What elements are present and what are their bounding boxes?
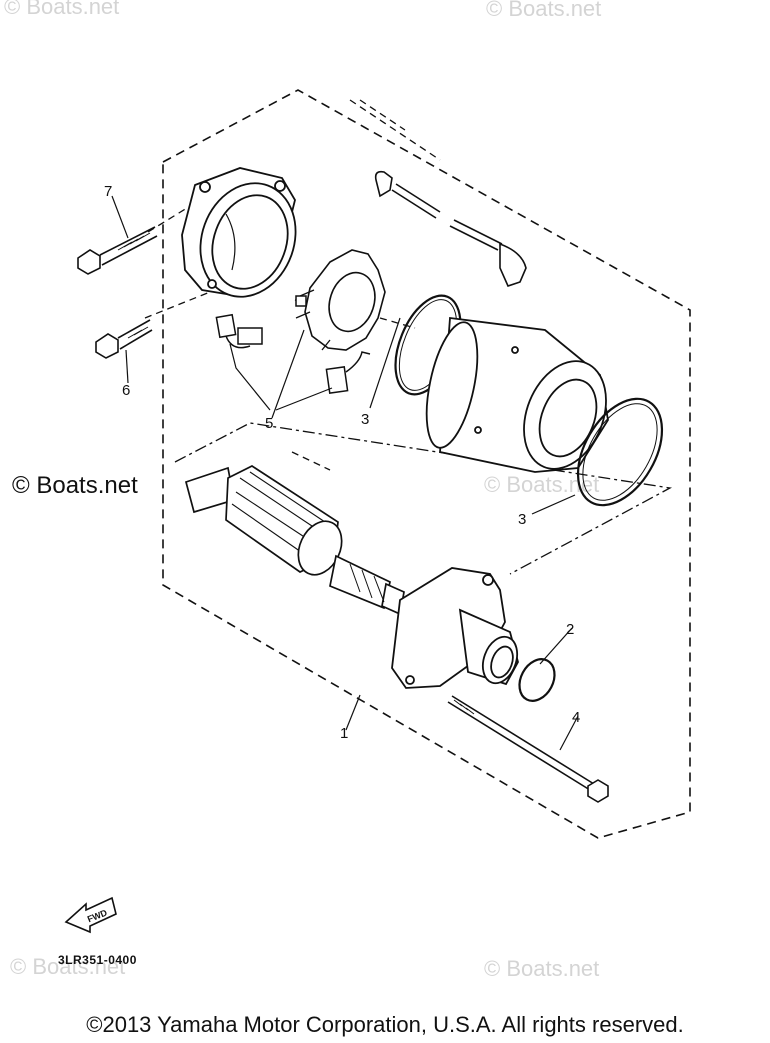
- callout-7: 7: [104, 183, 112, 200]
- yoke: [425, 316, 609, 473]
- armature: [184, 465, 405, 616]
- brush-plate: [295, 249, 386, 351]
- callout-3b: 3: [518, 511, 526, 528]
- bolt-item-6: [95, 319, 153, 359]
- callout-6: 6: [122, 382, 130, 399]
- callout-5: 5: [265, 415, 273, 432]
- lead-wire: [374, 170, 527, 287]
- diagram-code: 3LR351-0400: [58, 953, 137, 967]
- watermark-bottom-left: © Boats.net: [10, 954, 126, 979]
- rear-cover: [181, 167, 297, 298]
- watermark-top-right: © Boats.net: [486, 0, 602, 21]
- copyright-notice: ©2013 Yamaha Motor Corporation, U.S.A. A…: [86, 1012, 684, 1037]
- callout-3a: 3: [361, 411, 369, 428]
- bolt-item-7: [77, 226, 158, 275]
- armature-boundary: [174, 422, 673, 575]
- callout-2: 2: [566, 621, 574, 638]
- leader-lines: [111, 195, 579, 751]
- o-ring-3b: [576, 397, 664, 507]
- fwd-arrow-icon: FWD: [64, 896, 117, 934]
- alignment-guides: [144, 99, 441, 471]
- watermark-left-middle: © Boats.net: [12, 472, 138, 499]
- through-bolt-4: [447, 695, 609, 803]
- callout-4: 4: [572, 709, 580, 726]
- watermark-top-left: © Boats.net: [4, 0, 120, 19]
- brush-set: [215, 295, 371, 394]
- watermark-bottom-right: © Boats.net: [484, 956, 600, 981]
- front-cover: [391, 567, 519, 689]
- callout-1: 1: [340, 725, 348, 742]
- o-ring-2: [518, 658, 556, 702]
- assembly-boundary: [162, 89, 691, 839]
